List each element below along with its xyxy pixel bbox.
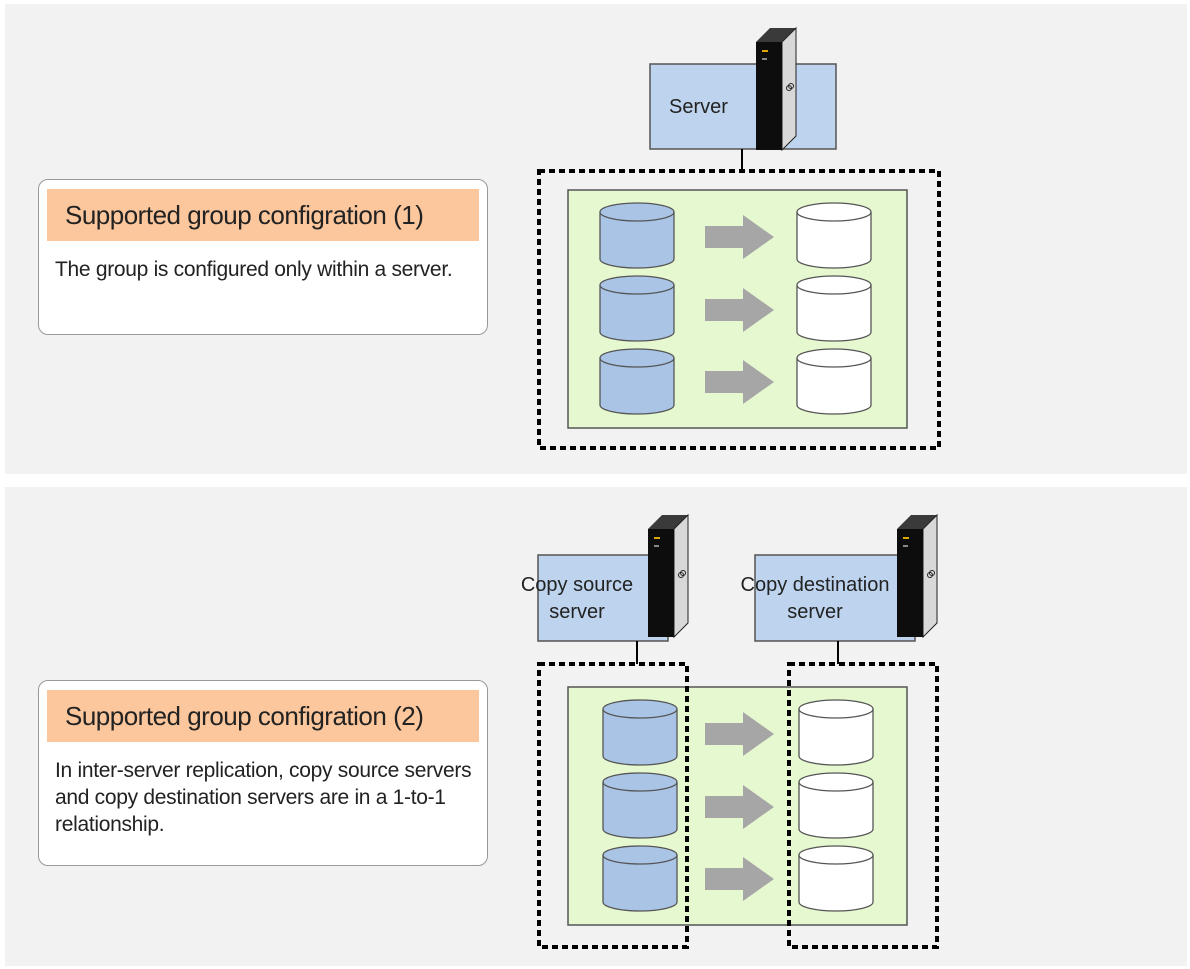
destination-volume-1 (798, 699, 874, 766)
copy-arrow-icon (705, 360, 774, 404)
source-volume-3 (599, 348, 675, 415)
source-volume-2 (599, 275, 675, 342)
copy-arrow-icon (705, 288, 774, 332)
copy-arrow-icon (705, 857, 774, 901)
server-label: Server (669, 96, 728, 118)
copy-destination-server-box (754, 554, 916, 642)
destination-volume-2 (798, 772, 874, 839)
destination-volume-3 (798, 845, 874, 912)
server-tower-icon (897, 513, 938, 639)
server-tower-icon (756, 26, 797, 152)
copy-arrow-icon (705, 785, 774, 829)
configuration-title-1: Supported group configration (1) (47, 189, 479, 241)
copy-destination-server-label-line2: server (787, 601, 843, 623)
configuration-description-2: In inter-server replication, copy source… (55, 759, 472, 836)
diagram-1: Server (537, 26, 941, 450)
destination-volume-2 (796, 275, 872, 342)
destination-volume-1 (796, 202, 872, 269)
diagram-2: Copy source server Copy destination serv… (521, 513, 939, 949)
configuration-description-1: The group is configured only within a se… (55, 258, 453, 281)
description-box-2: Supported group configration (2) In inte… (38, 680, 488, 866)
source-volume-1 (599, 202, 675, 269)
server-box (649, 63, 837, 150)
configuration-panel-2: Supported group configration (2) In inte… (5, 487, 1187, 966)
copy-source-server-box (537, 554, 669, 642)
copy-source-server-label-line2: server (549, 601, 605, 623)
server-tower-icon (648, 513, 689, 639)
copy-arrow-icon (705, 215, 774, 259)
configuration-title-2: Supported group configration (2) (47, 690, 479, 742)
copy-destination-server-label-line1: Copy destination (741, 574, 890, 596)
destination-volume-3 (796, 348, 872, 415)
source-volume-3 (602, 845, 678, 912)
source-volume-2 (602, 772, 678, 839)
description-box-1: Supported group configration (1) The gro… (38, 179, 488, 335)
copy-source-server-label-line1: Copy source (521, 574, 633, 596)
copy-arrow-icon (705, 712, 774, 756)
group-boundary (537, 169, 941, 450)
copy-destination-boundary (787, 662, 939, 949)
copy-source-boundary (537, 662, 689, 949)
source-volume-1 (602, 699, 678, 766)
configuration-panel-1: Supported group configration (1) The gro… (5, 4, 1187, 474)
